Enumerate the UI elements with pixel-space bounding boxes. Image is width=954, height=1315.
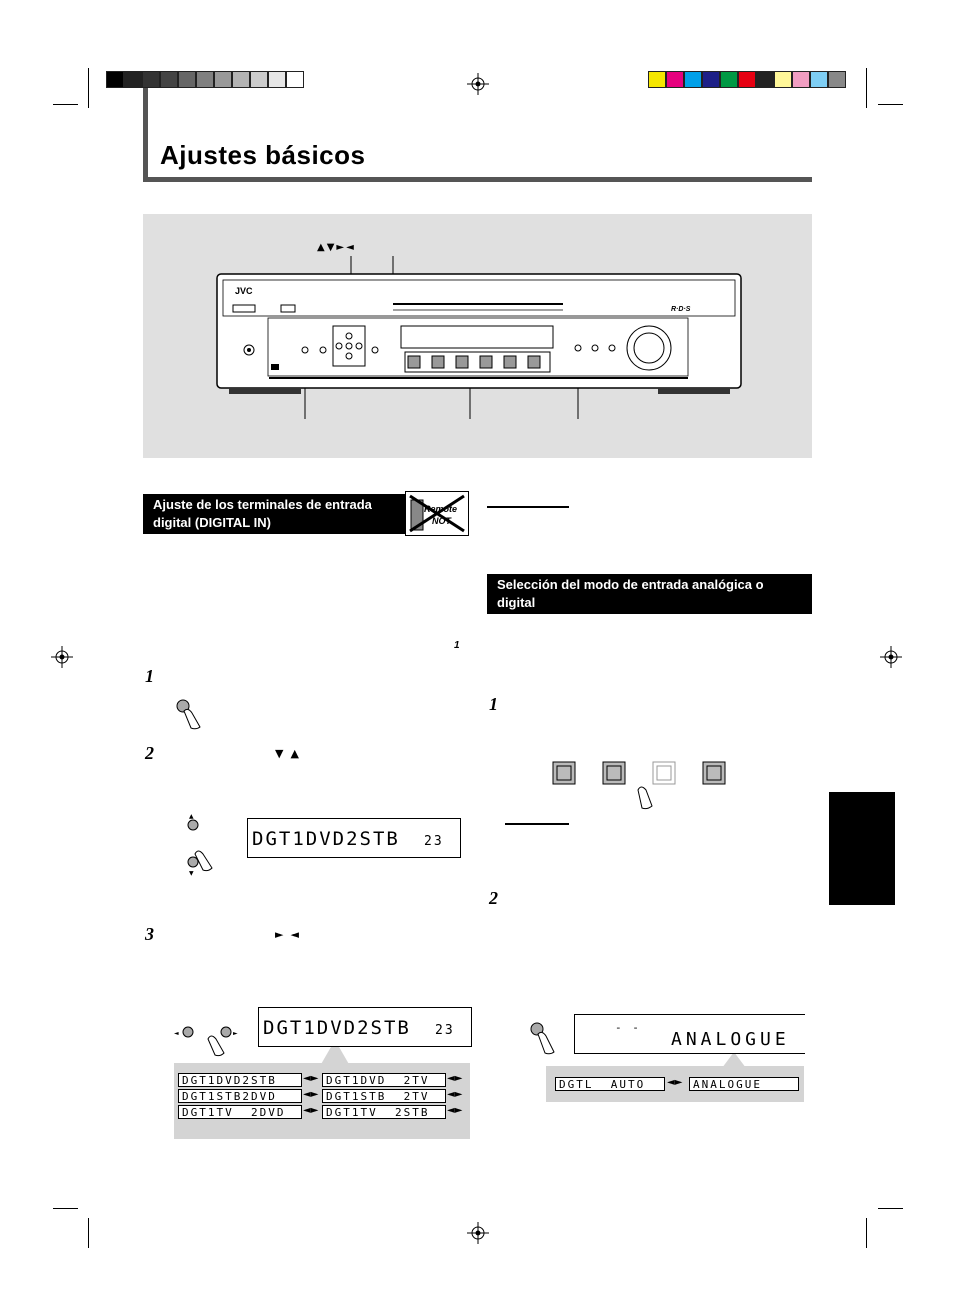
option-analog-0: DGTL AUTO [555, 1077, 665, 1091]
gray-swatch [124, 71, 142, 88]
callout-pointer [320, 1040, 350, 1066]
double-arrow-icon: ◄► [303, 1073, 319, 1084]
color-swatch [702, 71, 720, 88]
brand-logo: JVC [235, 286, 253, 296]
receiver-figure: ▲▼►◄ [143, 214, 812, 458]
color-swatch [810, 71, 828, 88]
remote-control-icon [409, 494, 465, 533]
section-heading-analog-digital: Selección del modo de entrada analógica … [487, 574, 812, 614]
gray-swatch [214, 71, 232, 88]
display-text: DGT1DVD2STB [252, 828, 400, 850]
registration-target-icon [467, 1222, 489, 1244]
svg-text:▲: ▲ [189, 813, 194, 820]
badge-remote-label: Remote [424, 504, 458, 514]
option-digital-1-0: DGT1STB2DVD [178, 1089, 302, 1103]
display-analog: - - ANALOGUE [574, 1014, 805, 1054]
double-arrow-icon: ◄► [303, 1105, 319, 1116]
crop-mark [53, 104, 78, 105]
display-number: 23 [424, 834, 444, 849]
color-swatch [792, 71, 810, 88]
title-rule [143, 177, 812, 182]
crop-mark [878, 1208, 903, 1209]
gray-swatch [178, 71, 196, 88]
option-analog-1: ANALOGUE [689, 1077, 799, 1091]
badge-not-label: NOT [432, 516, 451, 526]
registration-target-icon [467, 73, 489, 95]
double-arrow-icon: ◄► [303, 1089, 319, 1100]
step2-keys: ▼ ▲ [275, 747, 299, 760]
display-step3: DGT1DVD2STB 23 [258, 1007, 472, 1047]
step-number: 1 [489, 694, 498, 714]
crop-mark [866, 68, 867, 108]
gray-swatch [160, 71, 178, 88]
gray-swatch [106, 71, 124, 88]
color-swatch [738, 71, 756, 88]
callout-pointer [722, 1052, 746, 1068]
display-text: ANALOGUE [671, 1029, 790, 1050]
remote-not-badge: Remote NOT [405, 491, 469, 536]
step-number: 3 [145, 924, 154, 944]
color-swatch [828, 71, 846, 88]
color-swatch [720, 71, 738, 88]
up-down-buttons-icon: ▲▼ [187, 813, 213, 876]
option-digital-2-1: DGT1TV 2STB [322, 1105, 446, 1119]
double-arrow-icon: ◄► [667, 1077, 683, 1088]
step-number: 2 [145, 743, 154, 763]
crop-mark [53, 1208, 78, 1209]
color-swatch [648, 71, 666, 88]
double-arrow-icon: ◄► [447, 1089, 463, 1100]
finger-press-icon [530, 1022, 555, 1055]
double-arrow-icon: ◄► [447, 1073, 463, 1084]
crop-mark [88, 68, 89, 108]
color-swatch [684, 71, 702, 88]
section-heading-text: Selección del modo de entrada analógica … [497, 577, 764, 610]
registration-target-icon [51, 646, 73, 668]
gray-swatch [232, 71, 250, 88]
display-number: 23 [435, 1023, 455, 1038]
left-right-buttons-icon: ◄► [174, 1026, 238, 1057]
footnote-marker: 1 [454, 640, 460, 651]
note-rule [487, 506, 569, 508]
svg-text:►: ► [233, 1030, 238, 1037]
section-heading-digital-in: Ajuste de los terminales de entrada digi… [143, 494, 405, 534]
gray-swatch [142, 71, 160, 88]
title-bar-left [143, 88, 148, 182]
gray-swatch [286, 71, 304, 88]
crop-mark [88, 1218, 89, 1248]
gray-swatch [250, 71, 268, 88]
gray-swatch [196, 71, 214, 88]
step3-keys: ► ◄ [275, 928, 299, 941]
step-number: 1 [145, 666, 154, 686]
gray-swatch [268, 71, 286, 88]
color-swatch [774, 71, 792, 88]
color-swatch [666, 71, 684, 88]
registration-target-icon [880, 646, 902, 668]
page-title: Ajustes básicos [160, 140, 366, 170]
display-step2: DGT1DVD2STB 23 [247, 818, 461, 858]
color-swatch [756, 71, 774, 88]
double-arrow-icon: ◄► [447, 1105, 463, 1116]
finger-press-icon [176, 699, 201, 730]
note-rule [505, 823, 569, 825]
svg-text:▼: ▼ [189, 870, 194, 876]
rds-logo: R·D·S [671, 306, 691, 313]
language-tab [829, 792, 895, 905]
source-buttons-icon [552, 761, 726, 810]
option-digital-0-1: DGT1DVD 2TV [322, 1073, 446, 1087]
section-heading-text: Ajuste de los terminales de entrada digi… [153, 497, 372, 530]
display-mode-glyph: - - [615, 1021, 641, 1034]
receiver-illustration [216, 256, 742, 419]
display-text: DGT1DVD2STB [263, 1017, 411, 1039]
option-digital-2-0: DGT1TV 2DVD [178, 1105, 302, 1119]
option-digital-0-0: DGT1DVD2STB [178, 1073, 302, 1087]
crop-mark [866, 1218, 867, 1248]
option-digital-1-1: DGT1STB 2TV [322, 1089, 446, 1103]
svg-text:◄: ◄ [174, 1030, 179, 1037]
crop-mark [878, 104, 903, 105]
step-number: 2 [489, 888, 498, 908]
arrow-keys-label: ▲▼►◄ [317, 242, 356, 253]
